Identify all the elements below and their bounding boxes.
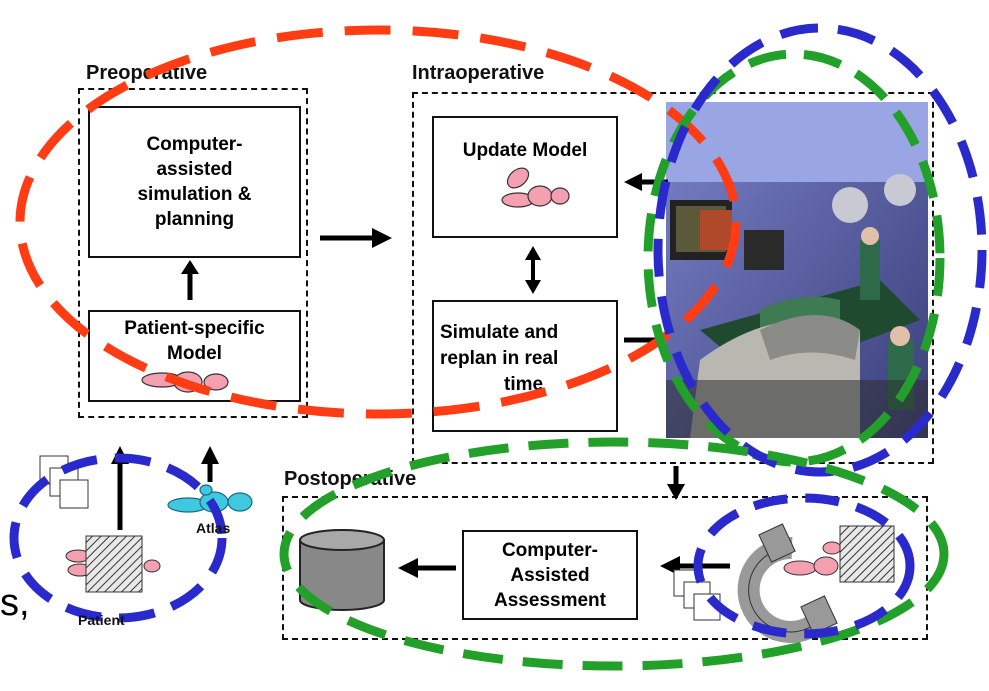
planning-line-3: simulation & (137, 184, 252, 205)
update-model-label: Update Model (462, 140, 588, 161)
update-model-organ (501, 167, 570, 208)
operating-room-photo (666, 102, 928, 438)
patient-label: Patient (78, 612, 125, 628)
green-dashed-ellipse-intraop (643, 49, 945, 467)
planning-line-4: planning (154, 209, 235, 230)
blue-dashed-ellipse-intraop (653, 23, 987, 477)
atlas-label: Atlas (196, 520, 231, 536)
patient-icon (39, 455, 161, 593)
blue-dashed-ellipse-patient (9, 453, 227, 623)
assessment-line-1: Computer- (501, 539, 599, 561)
arrows (111, 173, 730, 578)
assessment-box: Computer- Assisted Assessment (462, 530, 638, 620)
intraoperative-title: Intraoperative (412, 62, 545, 84)
assessment-line-3: Assessment (494, 589, 606, 611)
planning-line-1: Computer- (146, 134, 243, 155)
simulate-line-1: Simulate and (440, 322, 559, 343)
atlas-icon (167, 484, 253, 513)
blue-dashed-ellipse-scanner (693, 493, 915, 639)
database-icon (299, 529, 385, 611)
patient-model-line-2: Model (167, 343, 222, 364)
green-dashed-ellipse-postop (279, 437, 949, 671)
assessment-line-2: Assisted (510, 564, 590, 586)
planning-box: Computer- assisted simulation & planning (88, 106, 301, 258)
scanner-icon (737, 523, 895, 643)
red-dashed-ellipse (15, 25, 741, 419)
preoperative-box (78, 88, 308, 418)
simulate-line-2: replan in real (440, 348, 559, 369)
planning-line-2: assisted (156, 159, 233, 180)
edge-text-fragment: s, (0, 582, 30, 624)
intraoperative-box (412, 92, 934, 464)
patient-model-line-1: Patient-specific (124, 318, 265, 339)
simulate-line-3: time (504, 374, 544, 395)
